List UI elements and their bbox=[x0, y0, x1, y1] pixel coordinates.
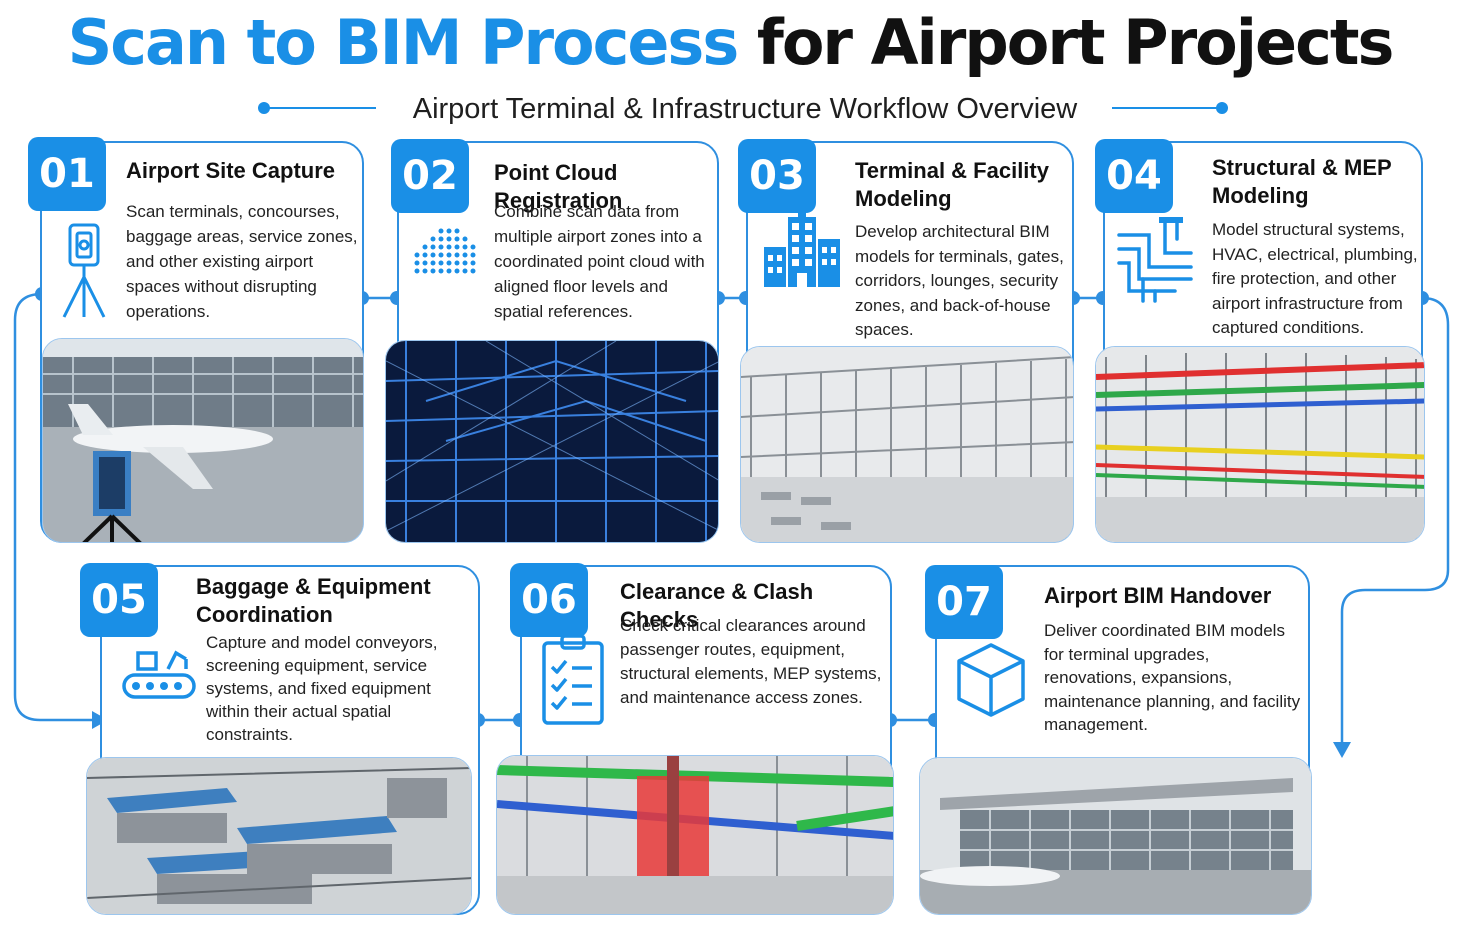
building-icon bbox=[764, 211, 840, 287]
terminal-model-photo bbox=[740, 346, 1074, 543]
step-number-badge: 02 bbox=[391, 139, 469, 213]
step-number-badge: 07 bbox=[925, 565, 1003, 639]
clash-check-photo bbox=[496, 755, 894, 915]
step-title: Airport BIM Handover bbox=[1044, 583, 1272, 608]
step-title: Airport Site Capture bbox=[126, 158, 336, 183]
subtitle-line-left bbox=[264, 107, 376, 109]
step-card-5: 05 Baggage & Equipment Coordination Capt… bbox=[80, 563, 480, 915]
step-number-badge: 05 bbox=[80, 563, 158, 637]
subtitle-line-right bbox=[1112, 107, 1220, 109]
step-title: Terminal & Facility Modeling bbox=[855, 158, 1049, 211]
step-number-badge: 04 bbox=[1095, 139, 1173, 213]
page-title: Scan to BIM Process for Airport Projects bbox=[0, 6, 1460, 80]
subtitle-row: Airport Terminal & Infrastructure Workfl… bbox=[0, 90, 1460, 130]
laser-scanner-tripod-icon bbox=[62, 223, 106, 318]
subtitle: Airport Terminal & Infrastructure Workfl… bbox=[412, 93, 1078, 125]
site-capture-photo bbox=[42, 338, 364, 543]
conveyor-icon bbox=[122, 650, 196, 699]
step-title: Baggage & Equipment Coordination bbox=[196, 574, 431, 627]
step-card-7: 07 Airport BIM Handover Deliver coordina… bbox=[919, 565, 1312, 915]
step-number-badge: 03 bbox=[738, 139, 816, 213]
step-description: Deliver coordinated BIM models for termi… bbox=[1044, 621, 1301, 734]
baggage-equipment-photo bbox=[86, 757, 472, 915]
step-card-6: 06 Clearance & Clash Checks Check critic… bbox=[496, 563, 894, 915]
step-description: Scan terminals, concourses, baggage area… bbox=[126, 202, 358, 321]
subtitle-dot-right bbox=[1216, 102, 1228, 114]
point-cloud-icon bbox=[414, 228, 476, 274]
step-card-1: 01 Airport Site Capture Scan terminals, … bbox=[28, 137, 364, 543]
step-title: Clearance & Clash Checks bbox=[620, 579, 814, 632]
step-number-badge: 01 bbox=[28, 137, 106, 211]
arrow-head-down bbox=[1333, 742, 1351, 758]
cube-icon bbox=[957, 643, 1025, 717]
title-highlight: Scan to BIM Process bbox=[67, 6, 740, 79]
checklist-icon bbox=[542, 634, 604, 725]
step-number-badge: 06 bbox=[510, 563, 588, 637]
step-title: Structural & MEP Modeling bbox=[1212, 155, 1392, 208]
step-description: Develop architectural BIM models for ter… bbox=[855, 222, 1064, 339]
step-description: Check critical clearances around passeng… bbox=[620, 616, 882, 707]
mep-model-photo bbox=[1095, 346, 1425, 543]
mep-piping-icon bbox=[1117, 217, 1193, 303]
step-description: Combine scan data from multiple airport … bbox=[494, 202, 705, 321]
step-title: Point Cloud Registration bbox=[494, 160, 623, 213]
step-card-2: 02 Point Cloud Registration Combine scan… bbox=[385, 139, 719, 543]
title-rest: for Airport Projects bbox=[756, 6, 1395, 79]
step-card-4: 04 Structural & MEP Modeling Model struc… bbox=[1095, 139, 1425, 543]
step-card-3: 03 Terminal & Facility Modeling Develop … bbox=[738, 139, 1074, 543]
step-description: Model structural systems, HVAC, electric… bbox=[1212, 220, 1418, 337]
point-cloud-photo bbox=[385, 340, 719, 543]
handover-photo bbox=[919, 757, 1312, 915]
step-description: Capture and model conveyors, screening e… bbox=[206, 633, 438, 744]
